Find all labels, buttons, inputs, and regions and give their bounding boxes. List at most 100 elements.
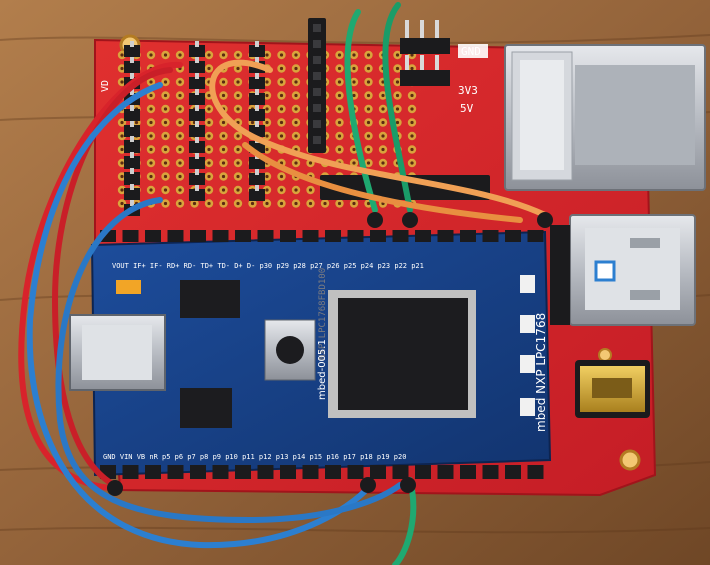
pad-hole — [178, 120, 182, 125]
mbed-pin — [235, 465, 251, 479]
pad-hole — [207, 201, 211, 206]
pad-hole — [352, 147, 356, 152]
female-hole — [313, 120, 321, 128]
pad-hole — [236, 53, 240, 57]
header-pin-tip — [195, 153, 199, 159]
header-pin — [249, 77, 265, 89]
header-pin — [189, 189, 205, 201]
mbed-pin — [347, 230, 364, 242]
pad-hole — [163, 80, 168, 84]
pad-hole — [294, 53, 298, 57]
pad-hole — [236, 134, 240, 138]
pad-hole — [120, 134, 124, 138]
mbed-pin — [527, 230, 544, 242]
pad-hole — [236, 66, 240, 71]
green-wire-3 — [392, 477, 417, 565]
pad-hole — [366, 147, 371, 152]
pad-hole — [337, 120, 342, 125]
pad-hole — [207, 107, 211, 111]
header-pin-tip — [130, 136, 134, 142]
pad-hole — [265, 134, 269, 138]
pad-hole — [178, 201, 182, 206]
pad-hole — [265, 188, 269, 192]
pad-hole — [236, 161, 240, 165]
reset-button — [264, 319, 316, 381]
header-pin — [189, 141, 205, 153]
header-pin-tip — [130, 57, 134, 63]
pad-hole — [279, 134, 284, 138]
mbed-pin — [527, 465, 544, 479]
header-pin-tip — [130, 41, 134, 47]
female-hole — [313, 56, 321, 64]
pad-hole — [236, 174, 240, 179]
wire-end-3 — [537, 212, 553, 228]
pad-hole — [381, 147, 385, 152]
jumper-wires — [18, 2, 553, 565]
pad-hole — [250, 120, 255, 125]
header-pin-tip — [130, 200, 134, 206]
blue-wire-1 — [26, 82, 373, 549]
pad-hole — [366, 161, 371, 165]
pad-hole — [163, 53, 168, 57]
pad-hole — [337, 93, 342, 98]
pad-hole — [265, 120, 269, 125]
header-pin — [249, 93, 265, 105]
header-pin-tip — [195, 41, 199, 47]
white-led-2 — [520, 315, 535, 333]
mbed-pin — [257, 230, 274, 242]
header-pin-tip — [255, 121, 259, 127]
header-pin — [124, 45, 140, 57]
pad-hole — [120, 80, 124, 84]
pad-hole — [410, 134, 414, 138]
mbed-top-pin-labels: VOUT IF+ IF- RD+ RD- TD+ TD- D+ D- p30 p… — [112, 262, 424, 270]
wire-end-4 — [107, 480, 123, 496]
pad-hole — [149, 53, 153, 57]
yellow-capacitor — [116, 280, 141, 294]
pad-hole — [366, 120, 371, 125]
pad-hole — [163, 174, 168, 179]
pad-hole — [352, 93, 356, 98]
female-hole — [313, 40, 321, 48]
pad-hole — [221, 188, 226, 192]
header-pin-tip — [130, 152, 134, 158]
female-header-strip — [308, 18, 326, 153]
pad-hole — [221, 134, 226, 138]
side-header — [550, 225, 570, 325]
mbed-pin — [212, 230, 229, 242]
pad-hole — [236, 93, 240, 98]
pad-hole — [294, 66, 298, 71]
pad-hole — [134, 120, 139, 125]
pad-hole — [163, 107, 168, 111]
pad-hole — [294, 161, 298, 165]
female-hole — [313, 104, 321, 112]
pad-hole — [163, 161, 168, 165]
pad-hole — [410, 66, 414, 71]
pad-hole — [236, 188, 240, 192]
pad-hole — [395, 120, 400, 125]
header-pin-tip — [255, 105, 259, 111]
orange-wire-2 — [242, 142, 523, 223]
header-pin — [124, 156, 140, 168]
pad-hole — [410, 53, 414, 57]
pad-hole — [366, 134, 371, 138]
mbed-pin — [190, 230, 206, 242]
chip-text: NXP LPC1768FBD100 — [318, 268, 328, 360]
mbed-pin — [122, 230, 139, 242]
gnd-label: GND — [461, 45, 481, 58]
pad-hole — [294, 107, 298, 111]
pad-hole — [337, 201, 342, 206]
mbed-pin — [190, 465, 206, 479]
header-pin-tip — [195, 137, 199, 143]
pad-hole — [366, 53, 371, 57]
mbed-pin — [460, 465, 476, 479]
header-pin — [124, 188, 140, 200]
header-pin — [189, 109, 205, 121]
pad-hole — [366, 93, 371, 98]
pad-hole — [120, 174, 124, 179]
pad-hole — [120, 120, 124, 125]
pad-hole — [207, 53, 211, 57]
pad-hole — [279, 107, 284, 111]
pad-hole — [163, 120, 168, 125]
header-pin-tip — [195, 57, 199, 63]
